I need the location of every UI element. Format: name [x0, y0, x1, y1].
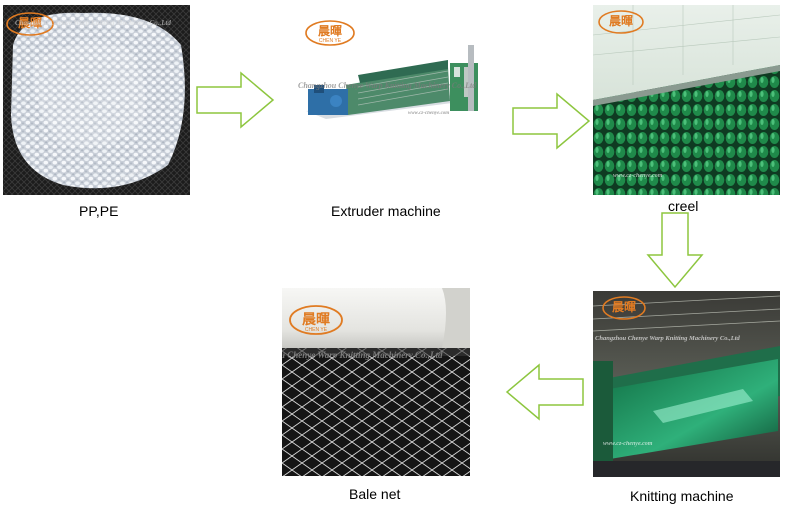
creel-image: 晨暉 www.cz-chenye.com: [593, 5, 780, 195]
logo-pinyin-text: CHEN YE: [288, 327, 344, 333]
logo-pinyin-text: CHEN YE: [304, 38, 356, 44]
step-label-bale-net: Bale net: [349, 486, 400, 502]
bale-net-image: 晨暉 CHEN YE Changzhou Chenye Warp Knittin…: [282, 288, 470, 476]
step-label-pp-pe: PP,PE: [79, 203, 118, 219]
chenye-logo: 晨暉 CHEN YE: [288, 304, 344, 336]
watermark-website: www.cz-chenye.com: [613, 173, 662, 179]
logo-chinese-text: 晨暉: [597, 12, 645, 29]
knitting-machine-image: 晨暉 Changzhou Chenye Warp Knitting Machin…: [593, 291, 780, 477]
flow-arrow-down: [646, 211, 704, 289]
logo-chinese-text: 晨暉: [601, 298, 647, 315]
watermark-text: Changzhou Chenye Warp Knitting Machinery…: [282, 350, 442, 360]
watermark-text: Changzhou Chenye Warp Knitting Machinery…: [595, 335, 740, 342]
step-label-knitting-machine: Knitting machine: [630, 488, 734, 504]
extruder-machine-image: 晨暉 CHEN YE Changzhou Chenye Warp Knittin…: [298, 15, 486, 130]
watermark-text: Changzhou Chenye Warp Knitting Machinery…: [15, 19, 171, 27]
chenye-logo: 晨暉 CHEN YE: [304, 19, 356, 47]
watermark-website: www.cz-chenye.com: [408, 111, 449, 116]
chenye-logo: 晨暉: [597, 9, 645, 35]
watermark-text: Changzhou Chenye Warp Knitting Machinery…: [298, 81, 476, 90]
pp-pe-granules-image: 晨暉 Changzhou Chenye Warp Knitting Machin…: [3, 5, 190, 195]
step-label-extruder-machine: Extruder machine: [331, 203, 441, 219]
logo-chinese-text: 晨暉: [288, 309, 344, 329]
flow-arrow-right: [511, 92, 591, 150]
chenye-logo: 晨暉: [601, 295, 647, 321]
logo-chinese-text: 晨暉: [304, 22, 356, 39]
flow-arrow-right: [195, 71, 275, 129]
flow-arrow-left: [505, 363, 585, 421]
watermark-website: www.cz-chenye.com: [603, 441, 652, 447]
